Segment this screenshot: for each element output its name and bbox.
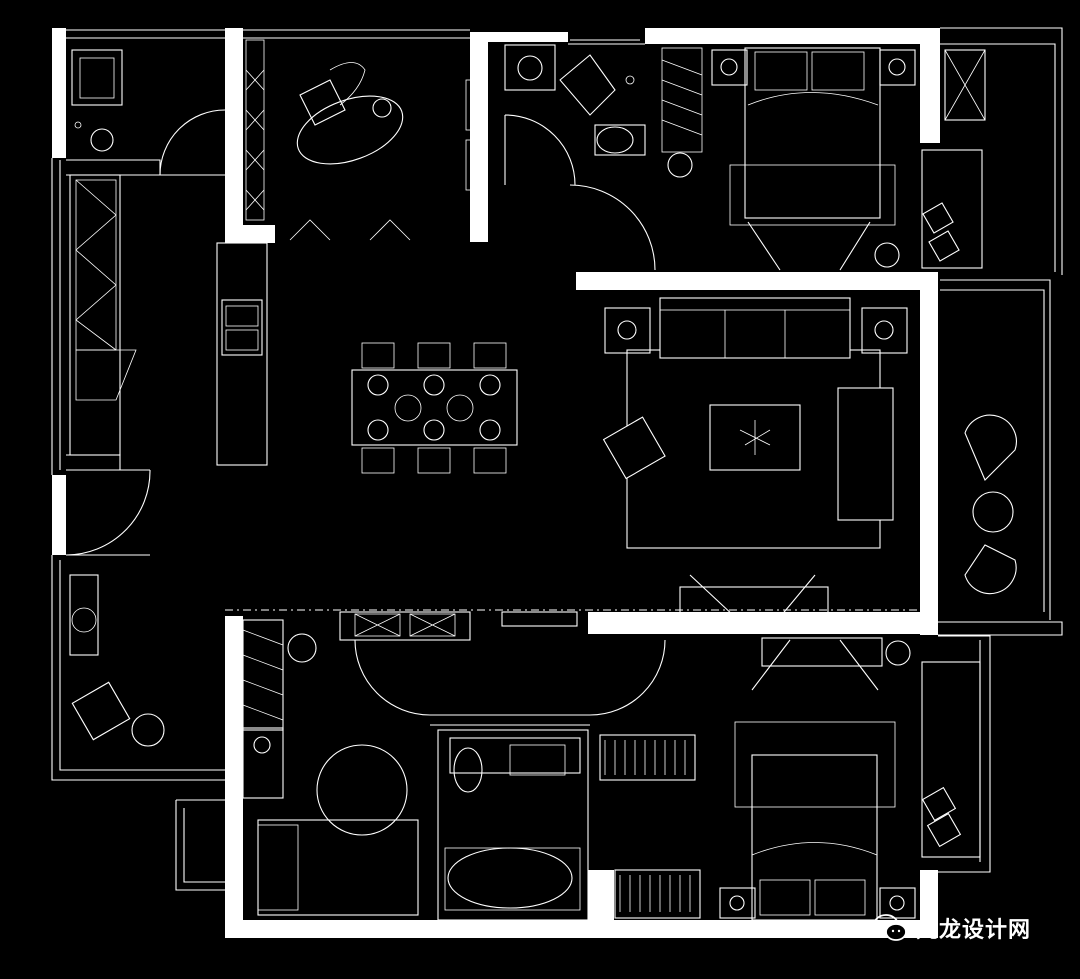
watermark: 九龙设计网 — [872, 912, 1031, 944]
balcony-right — [921, 49, 1017, 595]
walls — [52, 28, 940, 938]
watermark-text: 九龙设计网 — [916, 918, 1032, 943]
bottom-left-room — [69, 574, 419, 916]
study-room — [245, 39, 473, 241]
bathroom-top — [504, 44, 646, 156]
dining-table — [351, 342, 518, 474]
doors — [65, 109, 666, 726]
wall-outlines — [51, 27, 1063, 891]
bedroom-bottom — [599, 637, 981, 921]
master-bedroom-top — [661, 47, 916, 271]
living-room — [602, 297, 937, 624]
wechat-icon — [873, 914, 907, 941]
bathroom-bottom — [339, 611, 589, 921]
kitchen — [69, 49, 268, 466]
